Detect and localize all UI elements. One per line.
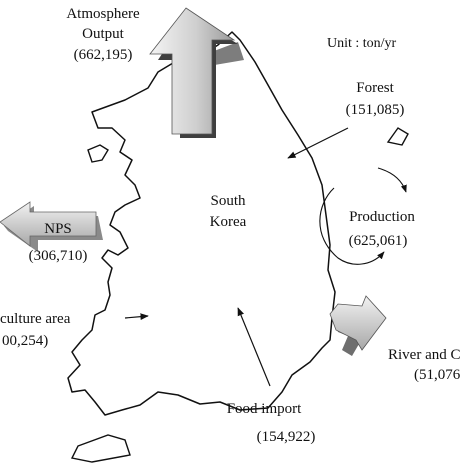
river-value: (51,076 <box>414 367 461 383</box>
forest-arrow <box>287 127 349 159</box>
agriculture-arrow <box>124 313 149 321</box>
river-label: River and C <box>388 347 461 363</box>
forest-label: Forest <box>356 80 394 96</box>
nps-label: NPS <box>44 221 72 237</box>
island-jeju <box>70 434 131 463</box>
atmosphere-output-arrow <box>149 7 244 138</box>
atmosphere-label-line2: Output <box>82 26 125 42</box>
agriculture-value: 00,254) <box>2 333 48 349</box>
production-cycle-arrow-top <box>377 167 407 193</box>
production-value: (625,061) <box>349 233 408 249</box>
island-west <box>87 144 109 163</box>
atmosphere-label-line1: Atmosphere <box>66 6 140 22</box>
country-label-line2: Korea <box>210 214 247 230</box>
country-label-line1: South <box>210 193 246 209</box>
atmosphere-value: (662,195) <box>74 47 133 63</box>
forest-value: (151,085) <box>346 102 405 118</box>
food-import-label: Food import <box>227 401 302 417</box>
food-import-arrow <box>237 307 271 387</box>
korea-mainland-outline <box>67 31 336 416</box>
unit-label: Unit : ton/yr <box>327 36 397 51</box>
island-east <box>386 127 409 146</box>
production-label: Production <box>349 209 415 225</box>
production-cycle-arrow <box>319 187 385 265</box>
agriculture-label: culture area <box>0 311 71 327</box>
food-import-value: (154,922) <box>257 429 316 445</box>
nps-arrow <box>0 201 103 252</box>
river-arrow <box>329 295 387 356</box>
nps-value: (306,710) <box>29 248 88 264</box>
